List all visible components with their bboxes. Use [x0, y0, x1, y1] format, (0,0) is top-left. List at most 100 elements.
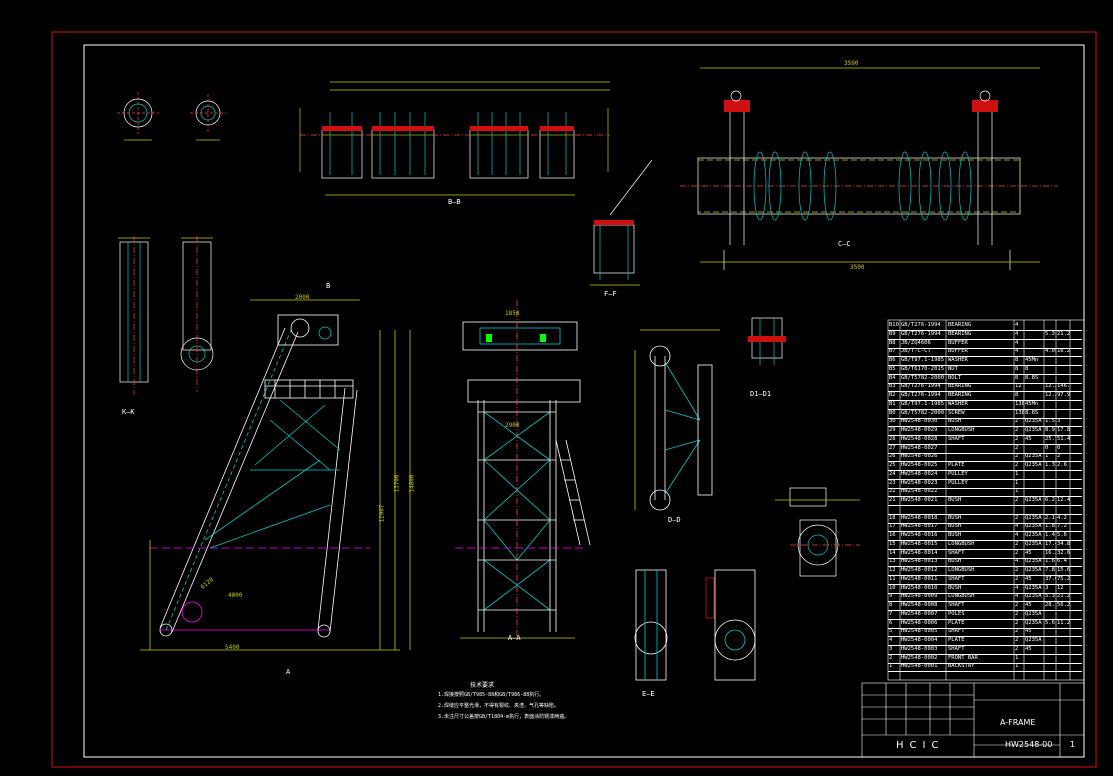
bom-cell-total: 3: [1057, 418, 1061, 425]
bom-cell-code: HW2548-0018: [901, 514, 938, 521]
bom-cell-mat: Q235A: [1025, 453, 1042, 460]
bom-cell-qty: 2: [1015, 540, 1019, 547]
bom-cell-total: 56.2: [1057, 602, 1070, 608]
bom-cell-name: BUFFER: [948, 339, 968, 346]
bom-cell-no: 2: [889, 654, 893, 661]
bom-cell-w: 1.8: [1045, 523, 1055, 530]
bom-cell-total: 21.2: [1057, 330, 1070, 337]
bom-cell-w: 7.8: [1045, 567, 1055, 573]
bom-cell-mat: 45Mn: [1025, 357, 1039, 363]
bom-cell-name: BUSH: [948, 418, 962, 425]
bom-cell-mat: Q235A: [1025, 584, 1042, 591]
bom-cell-total: 97.92: [1057, 392, 1070, 398]
bom-cell-no: B6: [889, 357, 896, 363]
bom-cell-mat: 45: [1025, 645, 1032, 652]
bom-cell-w: 12.2: [1045, 392, 1056, 398]
bom-cell-mat: 45: [1025, 435, 1032, 442]
bom-cell-name: PULLEY: [948, 470, 968, 477]
label-section-k-k: K—K: [122, 408, 135, 416]
table-row: [888, 505, 1082, 515]
bom-cell-total: 2: [1057, 453, 1061, 460]
bom-cell-total: 75.2: [1057, 575, 1070, 582]
drawing-title: A-FRAME: [1000, 718, 1036, 727]
bom-cell-name: LONGBUSH: [948, 540, 975, 547]
bom-cell-total: 51.4: [1057, 435, 1070, 442]
bom-cell-qty: 138: [1015, 409, 1024, 416]
bom-cell-code: HW2548-0029: [901, 427, 938, 433]
bom-cell-name: NUT: [948, 365, 958, 372]
bom-cell-qty: 4: [1015, 523, 1019, 530]
notes-line-3: 3.未注尺寸公差按GB/T1804-m执行，表面涂防锈漆两遍。: [438, 714, 570, 720]
bom-cell-qty: 2: [1015, 645, 1019, 652]
title-block-grid: [861, 682, 1085, 758]
bom-cell-qty: 2: [1015, 444, 1019, 451]
bom-cell-total: 2.6: [1057, 462, 1067, 468]
bom-cell-name: WASHER: [948, 357, 968, 363]
bom-cell-qty: 4: [1015, 322, 1019, 328]
label-section-c-c: C—C: [838, 240, 851, 248]
label-section-d1-d1: D1—D1: [750, 390, 772, 398]
bom-cell-code: HW2548-0015: [901, 540, 938, 547]
bom-cell-w: 37.6: [1045, 575, 1056, 582]
sheet-number: 1: [1070, 740, 1076, 749]
bom-cell-code: HW2548-0010: [901, 584, 938, 591]
section-k-k-view: [118, 236, 214, 395]
label-view-a: A: [286, 668, 291, 676]
bom-cell-qty: 2: [1015, 619, 1019, 626]
section-d1-d1-view: [748, 317, 786, 365]
bom-cell-name: LONGBUSH: [948, 567, 975, 573]
bom-cell-w: 1.3: [1045, 462, 1055, 468]
bom-cell-name: FRONT BAR: [948, 654, 978, 661]
bom-cell-qty: 4: [1015, 532, 1019, 538]
bom-cell-mat: Q235A: [1025, 532, 1042, 538]
bom-cell-name: BUSH: [948, 584, 962, 591]
bom-cell-no: 12: [889, 567, 896, 573]
bom-cell-qty: 2: [1015, 462, 1019, 468]
notes-line-1: 1.焊接按照GB/T985-88和GB/T986-88执行。: [438, 692, 545, 698]
label-section-f-f: F—F: [604, 290, 617, 298]
bom-cell-no: 7: [889, 610, 893, 617]
bom-cell-name: SHAFT: [948, 549, 965, 556]
bom-cell-no: 10: [889, 584, 896, 591]
bom-cell-code: HW2548-0027: [901, 444, 938, 451]
bom-cell-no: 18: [889, 514, 896, 521]
bom-cell-w: 0: [1045, 444, 1049, 451]
dim-bottom-span: 3500: [850, 264, 865, 271]
bom-cell-qty: 138: [1015, 400, 1024, 407]
bom-cell-qty: 2: [1015, 567, 1019, 573]
section-a-a-tower: [455, 300, 591, 640]
bom-cell-name: SHAFT: [948, 645, 965, 652]
bom-cell-qty: 1: [1015, 470, 1019, 477]
bom-cell-name: BUSH: [948, 497, 962, 503]
drawing-number: HW2548-00: [1005, 740, 1053, 749]
bom-cell-code: HW2548-0014: [901, 549, 938, 556]
bom-cell-name: SHAFT: [948, 602, 965, 608]
bom-cell-mat: 45Mn: [1025, 400, 1039, 407]
dim-top-span: 3590: [844, 60, 859, 67]
bom-cell-code: GB/T6170-2015: [901, 365, 945, 372]
bom-cell-no: 29: [889, 427, 896, 433]
detail-circle-1: [117, 92, 159, 141]
bom-cell-no: 5: [889, 628, 893, 635]
bom-cell-w: 25.7: [1045, 435, 1056, 442]
bom-cell-mat: 8.8S: [1025, 409, 1039, 416]
bom-cell-total: 4.2: [1057, 514, 1067, 521]
bom-cell-mat: Q235A: [1025, 523, 1042, 530]
bom-cell-w: 1.5: [1045, 418, 1055, 425]
